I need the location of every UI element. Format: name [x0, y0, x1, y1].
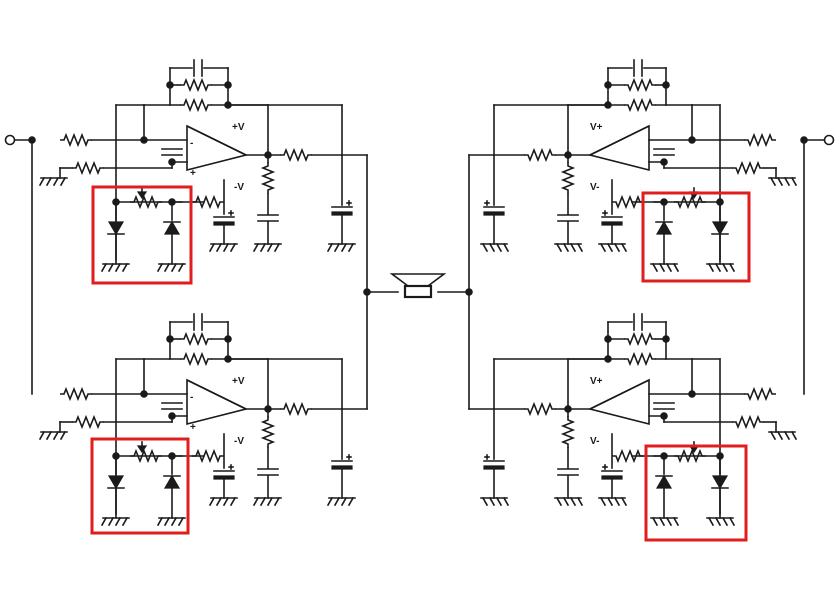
pos-rail-label: +V [232, 376, 245, 387]
highlight-box-bottom-right [644, 444, 748, 542]
pos-rail-label-br: V+ [590, 376, 603, 387]
pos-rail-label: +V [232, 122, 245, 133]
highlight-box-top-right [641, 191, 751, 283]
noninverting-sign: + [190, 422, 196, 433]
inverting-sign: - [190, 138, 193, 149]
input-terminal-right [800, 134, 835, 395]
amplifier-bottom-left: +V -V - + [40, 314, 367, 525]
inverting-sign: - [190, 392, 193, 403]
pos-rail-label-tr: V+ [590, 122, 603, 133]
neg-rail-label: -V [234, 182, 244, 193]
speaker-icon [389, 273, 447, 299]
bridge-wiring [363, 154, 473, 410]
neg-rail-label-br: V- [590, 436, 599, 447]
noninverting-sign: + [190, 168, 196, 179]
amplifier-top-left: +V -V - + [40, 60, 367, 271]
amplifier-top-right [469, 60, 796, 271]
highlight-box-top-left [91, 185, 193, 285]
input-terminal-left [4, 134, 36, 395]
neg-rail-label-tr: V- [590, 182, 599, 193]
neg-rail-label: -V [234, 436, 244, 447]
highlight-box-bottom-left [90, 437, 190, 535]
